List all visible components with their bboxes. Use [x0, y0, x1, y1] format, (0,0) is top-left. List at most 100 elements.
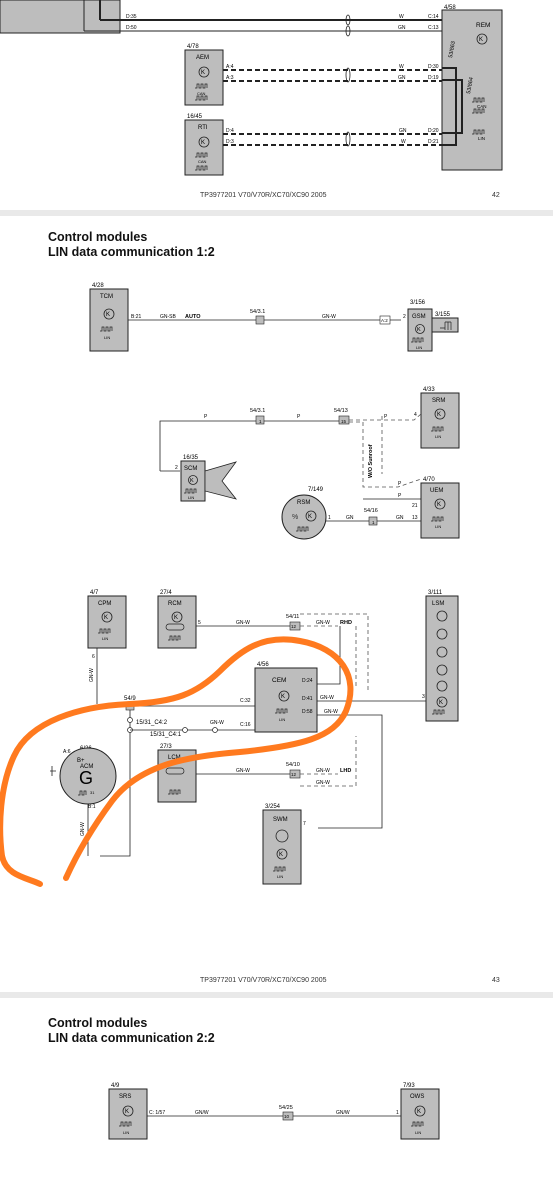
- module-knob-icon: [414, 1105, 426, 1117]
- svg-text:%: %: [292, 514, 298, 521]
- svg-text:D:21: D:21: [428, 139, 439, 145]
- svg-text:4/56: 4/56: [257, 662, 269, 668]
- svg-text:D:30: D:30: [428, 64, 439, 70]
- svg-text:K: K: [417, 327, 421, 333]
- svg-text:W: W: [401, 139, 406, 145]
- steering-wheel-icon: [275, 829, 289, 843]
- svg-text:3/111: 3/111: [428, 590, 443, 596]
- module-knob-icon: [188, 475, 198, 485]
- tcm-module: [89, 288, 129, 352]
- svg-text:LIN: LIN: [277, 874, 283, 879]
- page-42: D:35 D:50 W GN C:14 C:13 4/58 REM K CAN …: [0, 0, 553, 210]
- svg-text:C: 1/57: C: 1/57: [149, 1110, 165, 1116]
- page-number: 43: [492, 977, 500, 984]
- svg-text:C:32: C:32: [240, 698, 251, 704]
- svg-text:LIN: LIN: [279, 717, 285, 722]
- svg-text:ACM: ACM: [80, 764, 93, 770]
- svg-text:3: 3: [422, 694, 425, 700]
- svg-text:4/7: 4/7: [90, 590, 99, 596]
- connector-54-3-1: [255, 315, 265, 325]
- svg-text:4/33: 4/33: [423, 387, 435, 393]
- module-knob-icon: [278, 690, 290, 702]
- svg-text:GN-W: GN-W: [236, 768, 250, 774]
- svg-text:54/10: 54/10: [286, 762, 300, 768]
- rem-name: REM: [476, 22, 490, 29]
- svg-text:D:4: D:4: [226, 128, 234, 134]
- svg-text:D:41: D:41: [302, 696, 313, 702]
- svg-text:54/9: 54/9: [124, 696, 136, 702]
- svg-text:GN: GN: [346, 515, 354, 521]
- svg-text:LIN: LIN: [188, 495, 194, 500]
- svg-text:K: K: [279, 852, 283, 858]
- svg-text:1: 1: [372, 520, 375, 525]
- svg-text:LIN: LIN: [416, 345, 422, 350]
- cut-off-module-left: [0, 0, 121, 34]
- uem-module: [420, 482, 460, 539]
- page-43: Control modules LIN data communication 1…: [0, 216, 553, 992]
- svg-text:GN-SB: GN-SB: [160, 314, 177, 320]
- orange-highlight-annotation: [0, 636, 354, 887]
- can-label: CAN: [477, 104, 487, 109]
- wire-gn: GN: [398, 25, 406, 31]
- gsm-module: [407, 308, 433, 352]
- pin-c14: C:14: [428, 14, 439, 20]
- splice-53-864: 53/864: [466, 77, 475, 95]
- svg-text:LIN: LIN: [102, 636, 108, 641]
- svg-text:A:4: A:4: [226, 64, 234, 70]
- svg-text:15: 15: [341, 419, 347, 424]
- note-rhd: RHD: [340, 620, 352, 626]
- svg-text:GN/W: GN/W: [336, 1110, 350, 1116]
- svg-text:GN-W: GN-W: [322, 314, 336, 320]
- svg-text:K: K: [479, 37, 483, 43]
- svg-text:CAN: CAN: [197, 91, 206, 96]
- svg-text:UEM: UEM: [430, 488, 443, 494]
- srm-module: [420, 392, 460, 449]
- svg-text:54/16: 54/16: [364, 508, 378, 514]
- svg-text:SWM: SWM: [273, 817, 288, 823]
- cem-module: [254, 667, 318, 733]
- lin-signal-icon: [472, 108, 485, 114]
- can-signal-icon: [472, 97, 485, 103]
- svg-text:A:3: A:3: [226, 75, 234, 81]
- svg-text:7/93: 7/93: [403, 1083, 415, 1089]
- lin-label: LIN: [478, 136, 485, 141]
- generator-symbol: G: [79, 768, 93, 788]
- svg-text:1: 1: [259, 419, 262, 424]
- svg-text:15/31_C4:1: 15/31_C4:1: [150, 732, 182, 738]
- svg-text:31: 31: [90, 790, 95, 795]
- module-knob-icon: [103, 308, 115, 320]
- module-knob-icon: [198, 66, 210, 78]
- svg-text:3/156: 3/156: [410, 300, 426, 306]
- rti-module: [184, 119, 224, 176]
- svg-text:K: K: [437, 412, 441, 418]
- page-title: Control modules: [48, 1016, 148, 1030]
- svg-text:K: K: [308, 514, 312, 520]
- wiring-diagram-page-44: 4/9 SRS K LIN C: 1/57 GN/W 10 54/25 GN/W…: [108, 1083, 440, 1140]
- module-knob-icon: [434, 408, 446, 420]
- note-wo-sunroof: W/O Sunroof: [368, 444, 374, 478]
- svg-text:4: 4: [414, 412, 417, 418]
- svg-text:P: P: [297, 414, 301, 420]
- svg-text:CPM: CPM: [98, 601, 111, 607]
- svg-text:27/4: 27/4: [160, 590, 172, 596]
- aem-module: [184, 49, 224, 106]
- svg-text:K: K: [106, 312, 110, 318]
- svg-text:4/28: 4/28: [92, 283, 104, 289]
- svg-text:3/254: 3/254: [265, 804, 281, 810]
- lsm-module: [425, 595, 459, 722]
- svg-text:K: K: [190, 478, 194, 484]
- svg-text:7/149: 7/149: [308, 487, 324, 493]
- footer-doc-id: TP3977201 V70/V70R/XC70/XC90 2005: [200, 192, 327, 199]
- svg-text:RCM: RCM: [168, 601, 182, 607]
- svg-text:TCM: TCM: [100, 294, 113, 300]
- svg-text:CEM: CEM: [272, 677, 286, 684]
- svg-text:GN: GN: [396, 515, 404, 521]
- svg-text:RSM: RSM: [297, 500, 310, 506]
- svg-text:B:1: B:1: [88, 804, 96, 810]
- ows-module: [400, 1088, 440, 1140]
- page-44: Control modules LIN data communication 2…: [0, 998, 553, 1200]
- aem-name: AEM: [196, 55, 209, 61]
- wire-w: W: [399, 14, 404, 20]
- svg-text:54/13: 54/13: [334, 408, 348, 414]
- module-knob-icon: [198, 136, 210, 148]
